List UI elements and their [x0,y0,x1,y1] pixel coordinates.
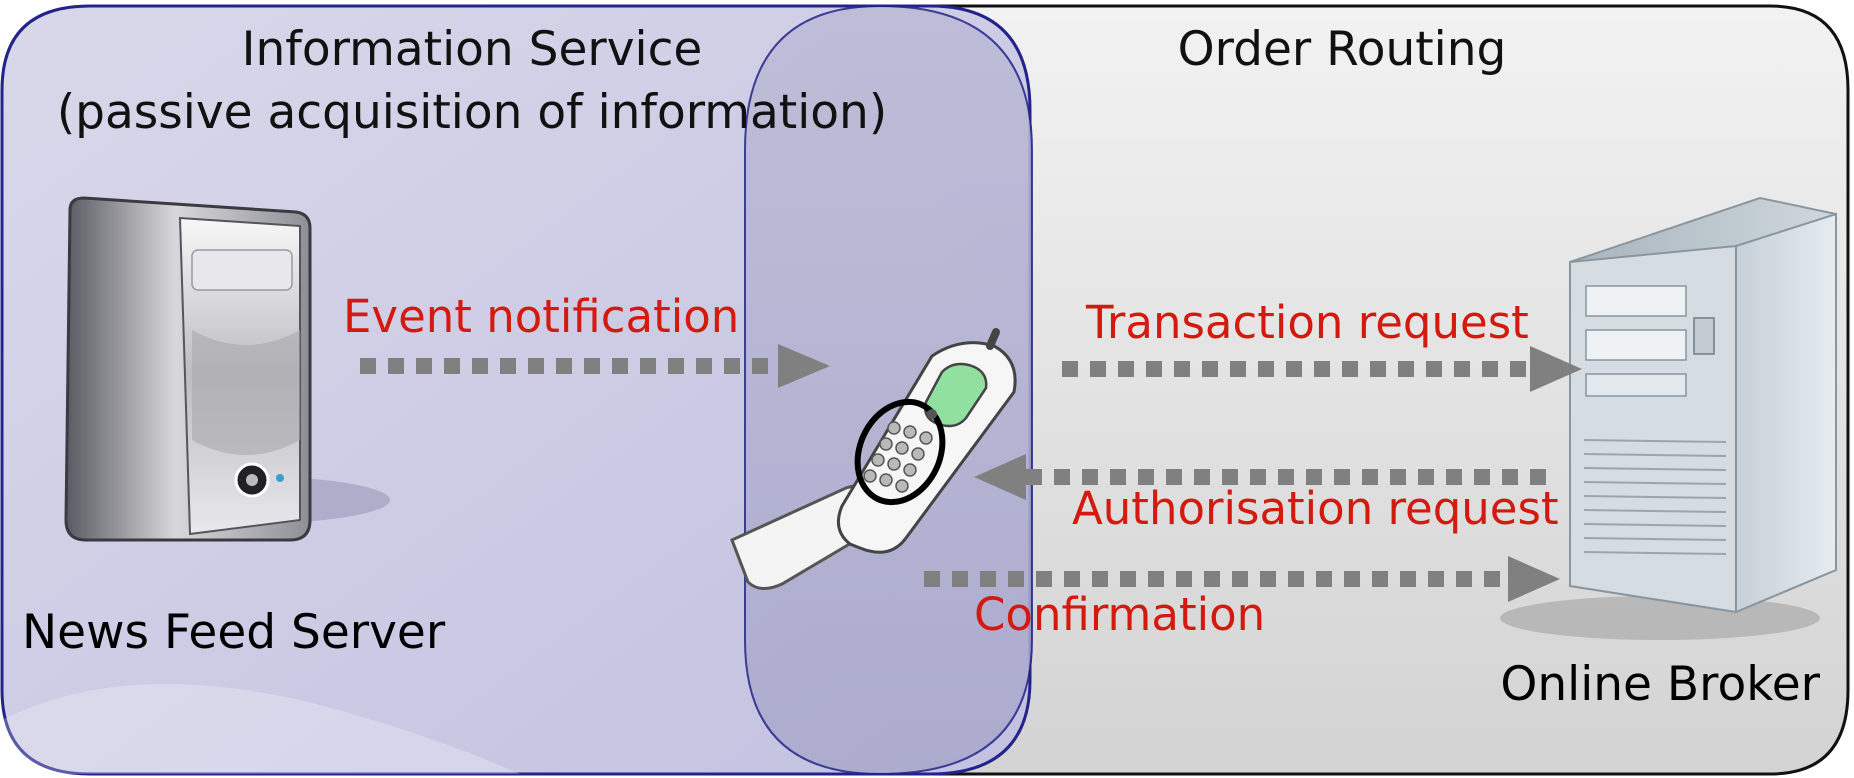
information-service-title: Information Service [242,22,703,77]
online-broker-icon [1500,196,1837,640]
authorisation-request-arrow [974,454,1546,500]
news-feed-server-icon [64,196,390,542]
information-service-subtitle: (passive acquisition of information) [57,85,887,140]
authorisation-request-label: Authorisation request [1072,482,1559,535]
transaction-request-label: Transaction request [1085,296,1529,349]
order-routing-title: Order Routing [1178,22,1507,77]
online-broker-label: Online Broker [1500,657,1820,712]
event-notification-arrow [360,344,830,388]
event-notification-label: Event notification [343,290,739,343]
transaction-request-arrow [1062,346,1582,392]
news-feed-server-label: News Feed Server [22,605,446,660]
confirmation-arrow [924,556,1560,602]
flip-phone-icon [730,328,1017,590]
confirmation-label: Confirmation [974,588,1265,641]
